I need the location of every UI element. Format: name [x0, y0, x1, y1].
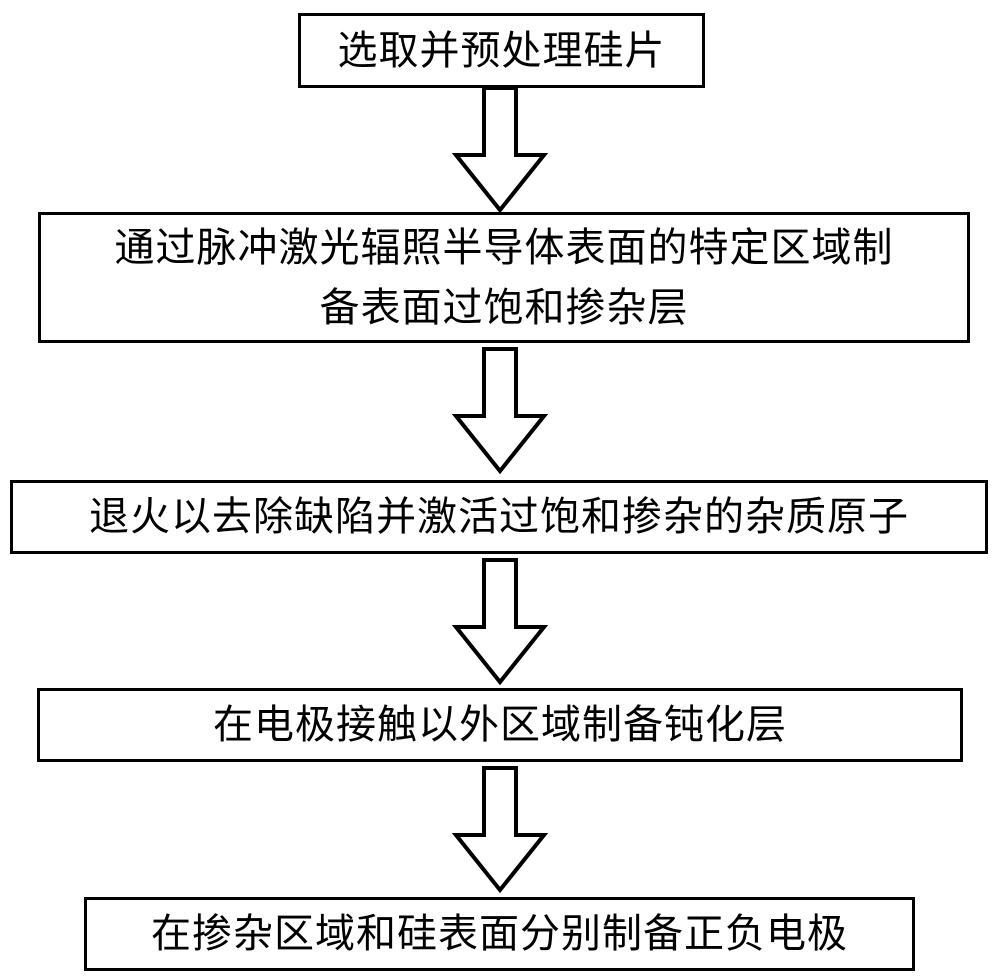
- step-fabricate-electrodes: 在掺杂区域和硅表面分别制备正负电极: [84, 897, 915, 971]
- step-annealing-activation: 退火以去除缺陷并激活过饱和掺杂的杂质原子: [10, 480, 988, 554]
- down-arrow-icon: [452, 346, 548, 476]
- down-arrow-icon: [452, 85, 548, 215]
- step-select-preprocess-wafer: 选取并预处理硅片: [298, 13, 705, 88]
- down-arrow-icon: [452, 557, 548, 687]
- down-arrow-icon: [452, 765, 548, 895]
- step-laser-irradiation-doping-layer: 通过脉冲激光辐照半导体表面的特定区域制 备表面过饱和掺杂层: [38, 212, 970, 343]
- step-passivation-layer: 在电极接触以外区域制备钝化层: [37, 688, 963, 762]
